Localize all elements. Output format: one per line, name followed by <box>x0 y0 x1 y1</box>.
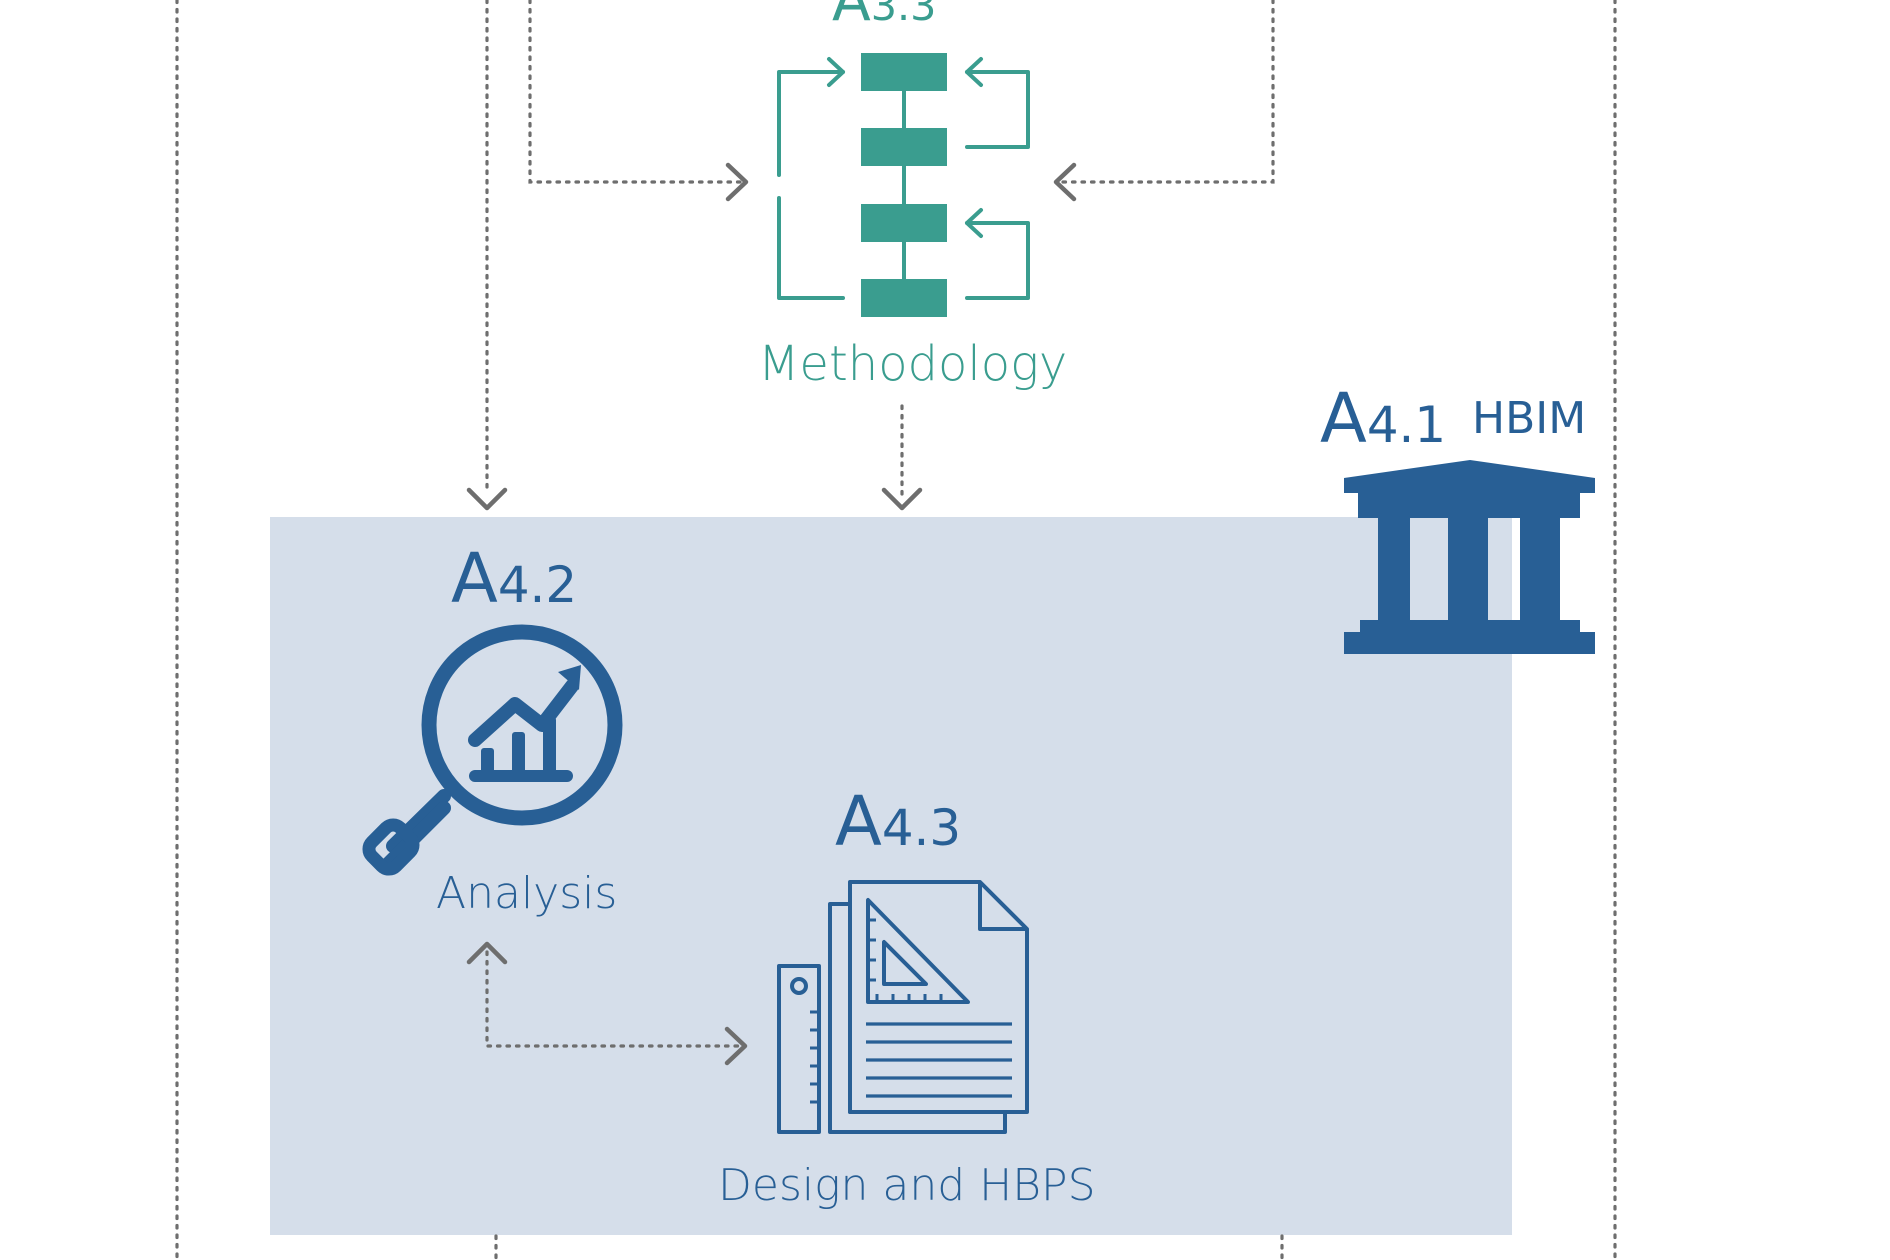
arrowhead-left-methodology <box>1053 162 1077 202</box>
analysis-code-number: 4.2 <box>497 556 578 614</box>
hbim-code-letter: A <box>1320 379 1367 459</box>
process-flowchart-icon <box>777 53 1030 317</box>
arrowhead-up-analysis <box>466 941 508 965</box>
design-code-letter: A <box>835 782 882 862</box>
analysis-code: A4.2 <box>451 545 577 613</box>
design-code: A4.3 <box>835 788 961 856</box>
technical-drawing-documents-icon <box>777 880 1029 1134</box>
design-code-number: 4.3 <box>881 799 962 857</box>
classical-building-icon <box>1344 460 1595 654</box>
analysis-label: Analysis <box>436 868 618 919</box>
magnifier-growth-chart-icon <box>362 624 623 876</box>
hbim-suffix: HBIM <box>1472 393 1587 444</box>
methodology-code-number: 3.3 <box>870 0 937 30</box>
design-label: Design and HBPS <box>718 1160 1096 1211</box>
arrowhead-down-analysis <box>466 487 508 511</box>
methodology-label: Methodology <box>758 336 1068 392</box>
arrowhead-down-panel <box>881 487 923 511</box>
arrowhead-right-methodology <box>725 162 749 202</box>
methodology-code-letter: A <box>832 0 871 34</box>
connector-analysis-design <box>485 950 745 1048</box>
arrowhead-right-design <box>724 1026 748 1066</box>
hbim-code: A4.1 <box>1320 385 1446 453</box>
hbim-code-number: 4.1 <box>1366 396 1447 454</box>
methodology-code: A3.3 <box>832 0 936 30</box>
analysis-code-letter: A <box>451 539 498 619</box>
connector-right-to-methodology <box>1060 0 1275 184</box>
connector-left-to-methodology <box>528 0 746 184</box>
